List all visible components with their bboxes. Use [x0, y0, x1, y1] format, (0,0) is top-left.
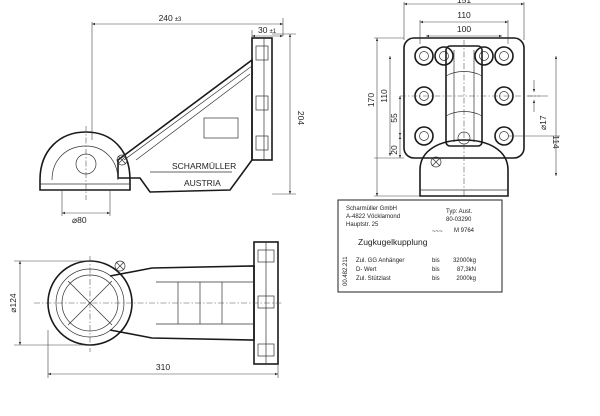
side-code: 00.482.211: [343, 256, 349, 286]
dim-100: 100: [457, 24, 471, 34]
row-value-2: 87,3kN: [457, 267, 476, 273]
dim-17: ⌀17: [538, 115, 548, 130]
dim-80: ⌀80: [72, 215, 87, 225]
label-plate-side: [203, 117, 239, 139]
product-name: Zugkugelkupplung: [358, 237, 428, 247]
dim-124: ⌀124: [8, 293, 18, 313]
dim-20: 20: [389, 145, 399, 155]
company-line3: Hauptstr. 25: [346, 222, 379, 228]
dim-110-left: 110: [379, 89, 389, 103]
locking-pin-front: [430, 156, 442, 168]
approval-number: M 9764: [454, 228, 475, 234]
bolt-holes: [414, 46, 514, 146]
nameplate: Scharmüller GmbH A-4822 Vöcklamond Haupt…: [337, 199, 503, 293]
dim-110-top: 110: [457, 10, 471, 20]
dim-151: 151: [457, 0, 471, 5]
locking-pin-side: [116, 154, 128, 166]
row-value-1: 32000kg: [453, 258, 476, 264]
dim-170: 170: [366, 93, 376, 107]
front-view: 151 110 100 170 110 55 20 114: [366, 0, 561, 197]
dim-204: 204: [296, 111, 306, 125]
row-label-3: Zul. Stützlast: [356, 276, 391, 282]
row-value-3: 2000kg: [456, 276, 476, 282]
row-prep-2: bis: [432, 267, 440, 273]
type-line2: 80-03290: [446, 217, 472, 223]
dim-240: 240±3: [159, 13, 182, 23]
row-prep-1: bis: [432, 258, 440, 264]
top-view: ⌀124 310: [8, 241, 282, 378]
dim-310: 310: [156, 362, 170, 372]
side-view: 240±3 30±1 204 SCHARMÜLLER AUSTRIA ⌀80: [39, 13, 306, 225]
bracket-arm-side: [117, 58, 253, 193]
mounting-plate-side: [251, 37, 273, 161]
brand-label-side: SCHARMÜLLER: [172, 161, 236, 171]
dim-30: 30±1: [258, 25, 277, 35]
ball-housing-side: [39, 131, 131, 191]
row-label-1: Zul. GG Anhänger: [356, 258, 404, 264]
row-prep-3: bis: [432, 276, 440, 282]
locking-pin-top: [114, 260, 126, 272]
dim-114: 114: [551, 135, 561, 149]
country-label-side: AUSTRIA: [184, 178, 221, 188]
approval-wave: ~~~: [432, 229, 443, 235]
company-line2: A-4822 Vöcklamond: [346, 214, 400, 220]
company-line1: Scharmüller GmbH: [346, 206, 397, 212]
dim-55: 55: [389, 113, 399, 123]
row-label-2: D- Wert: [356, 267, 377, 273]
type-line1: Typ: Aust.: [446, 209, 473, 215]
ball-housing-front: [419, 139, 509, 197]
